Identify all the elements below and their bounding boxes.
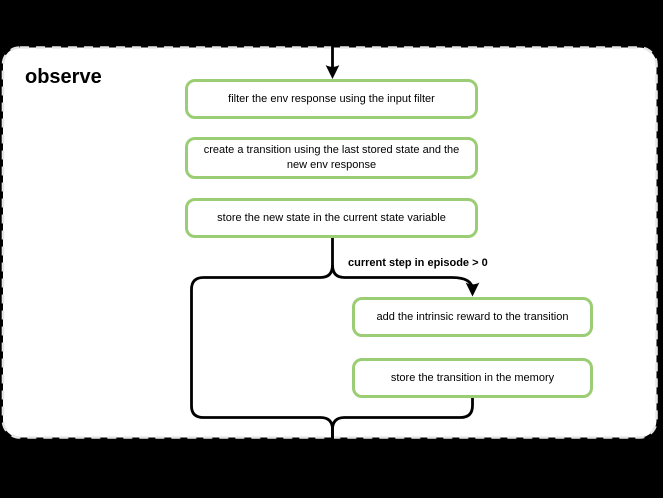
observe-group-outline xyxy=(1,46,658,439)
flow-node-store-new-state: store the new state in the current state… xyxy=(185,198,478,238)
flow-node-label: add the intrinsic reward to the transiti… xyxy=(376,310,569,323)
flow-node-create-transition: create a transition using the last store… xyxy=(185,137,478,179)
flow-node-label: store the new state in the current state… xyxy=(217,211,446,224)
container-title: observe xyxy=(25,66,102,88)
skip-branch-connector xyxy=(190,264,334,447)
flow-node-label: filter the env response using the input … xyxy=(228,92,435,105)
entry-arrowhead-down-icon xyxy=(325,65,340,79)
branch-condition-label: current step in episode > 0 xyxy=(348,257,488,269)
flow-node-store-transition: store the transition in the memory xyxy=(352,358,593,398)
flow-node-label: create a transition using the last store… xyxy=(203,144,460,171)
flow-node-filter-env-response: filter the env response using the input … xyxy=(185,79,478,119)
merge-connector xyxy=(331,398,474,447)
true-branch-connector xyxy=(331,264,474,291)
flow-node-add-intrinsic-reward: add the intrinsic reward to the transiti… xyxy=(352,297,593,337)
true-branch-arrowhead-down-icon xyxy=(465,282,480,297)
flow-node-label: store the transition in the memory xyxy=(390,371,555,384)
